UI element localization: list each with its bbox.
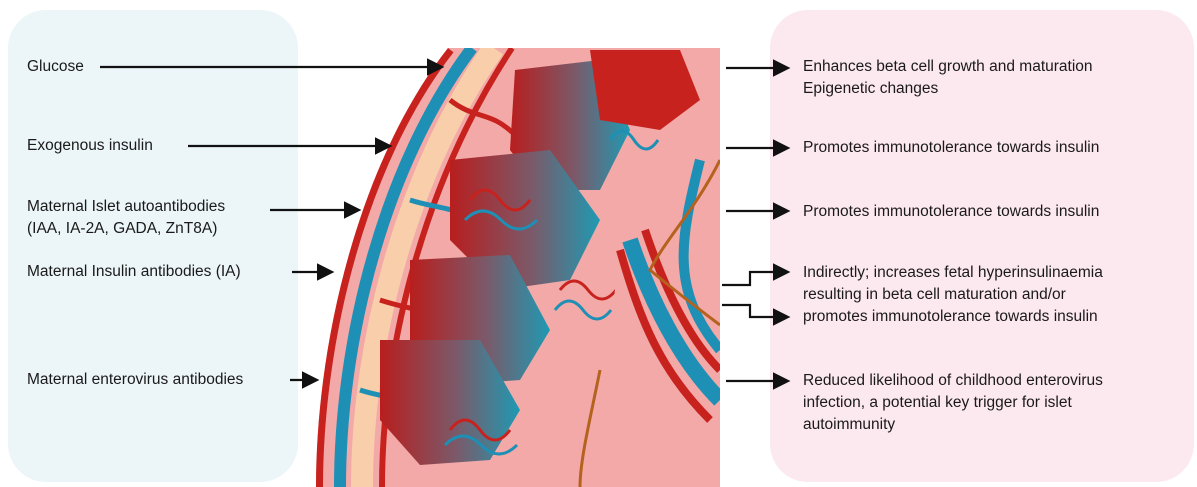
factor-islet-autoantibodies-list: (IAA, IA-2A, GADA, ZnT8A) xyxy=(27,218,217,239)
effect-enterovirus-line1: Reduced likelihood of childhood enterovi… xyxy=(803,370,1103,391)
factor-islet-autoantibodies: Maternal Islet autoantibodies xyxy=(27,196,225,217)
effect-enterovirus-line3: autoimmunity xyxy=(803,414,895,435)
effect-epigenetic-changes: Epigenetic changes xyxy=(803,78,938,99)
factor-insulin-antibodies: Maternal Insulin antibodies (IA) xyxy=(27,261,241,282)
arrow-hyperinsulinaemia-lower xyxy=(722,305,786,317)
factor-exogenous-insulin: Exogenous insulin xyxy=(27,135,153,156)
factor-enterovirus-antibodies: Maternal enterovirus antibodies xyxy=(27,369,243,390)
effect-enterovirus-line2: infection, a potential key trigger for i… xyxy=(803,392,1072,413)
factor-glucose: Glucose xyxy=(27,56,84,77)
effect-hyperinsulinaemia-line3: promotes immunotolerance towards insulin xyxy=(803,306,1098,327)
effect-immunotolerance-2: Promotes immunotolerance towards insulin xyxy=(803,201,1099,222)
effect-beta-cell-growth: Enhances beta cell growth and maturation xyxy=(803,56,1093,77)
effect-hyperinsulinaemia-line2: resulting in beta cell maturation and/or xyxy=(803,284,1066,305)
effect-hyperinsulinaemia-line1: Indirectly; increases fetal hyperinsulin… xyxy=(803,262,1103,283)
arrow-hyperinsulinaemia-upper xyxy=(722,272,786,285)
effect-immunotolerance-1: Promotes immunotolerance towards insulin xyxy=(803,137,1099,158)
